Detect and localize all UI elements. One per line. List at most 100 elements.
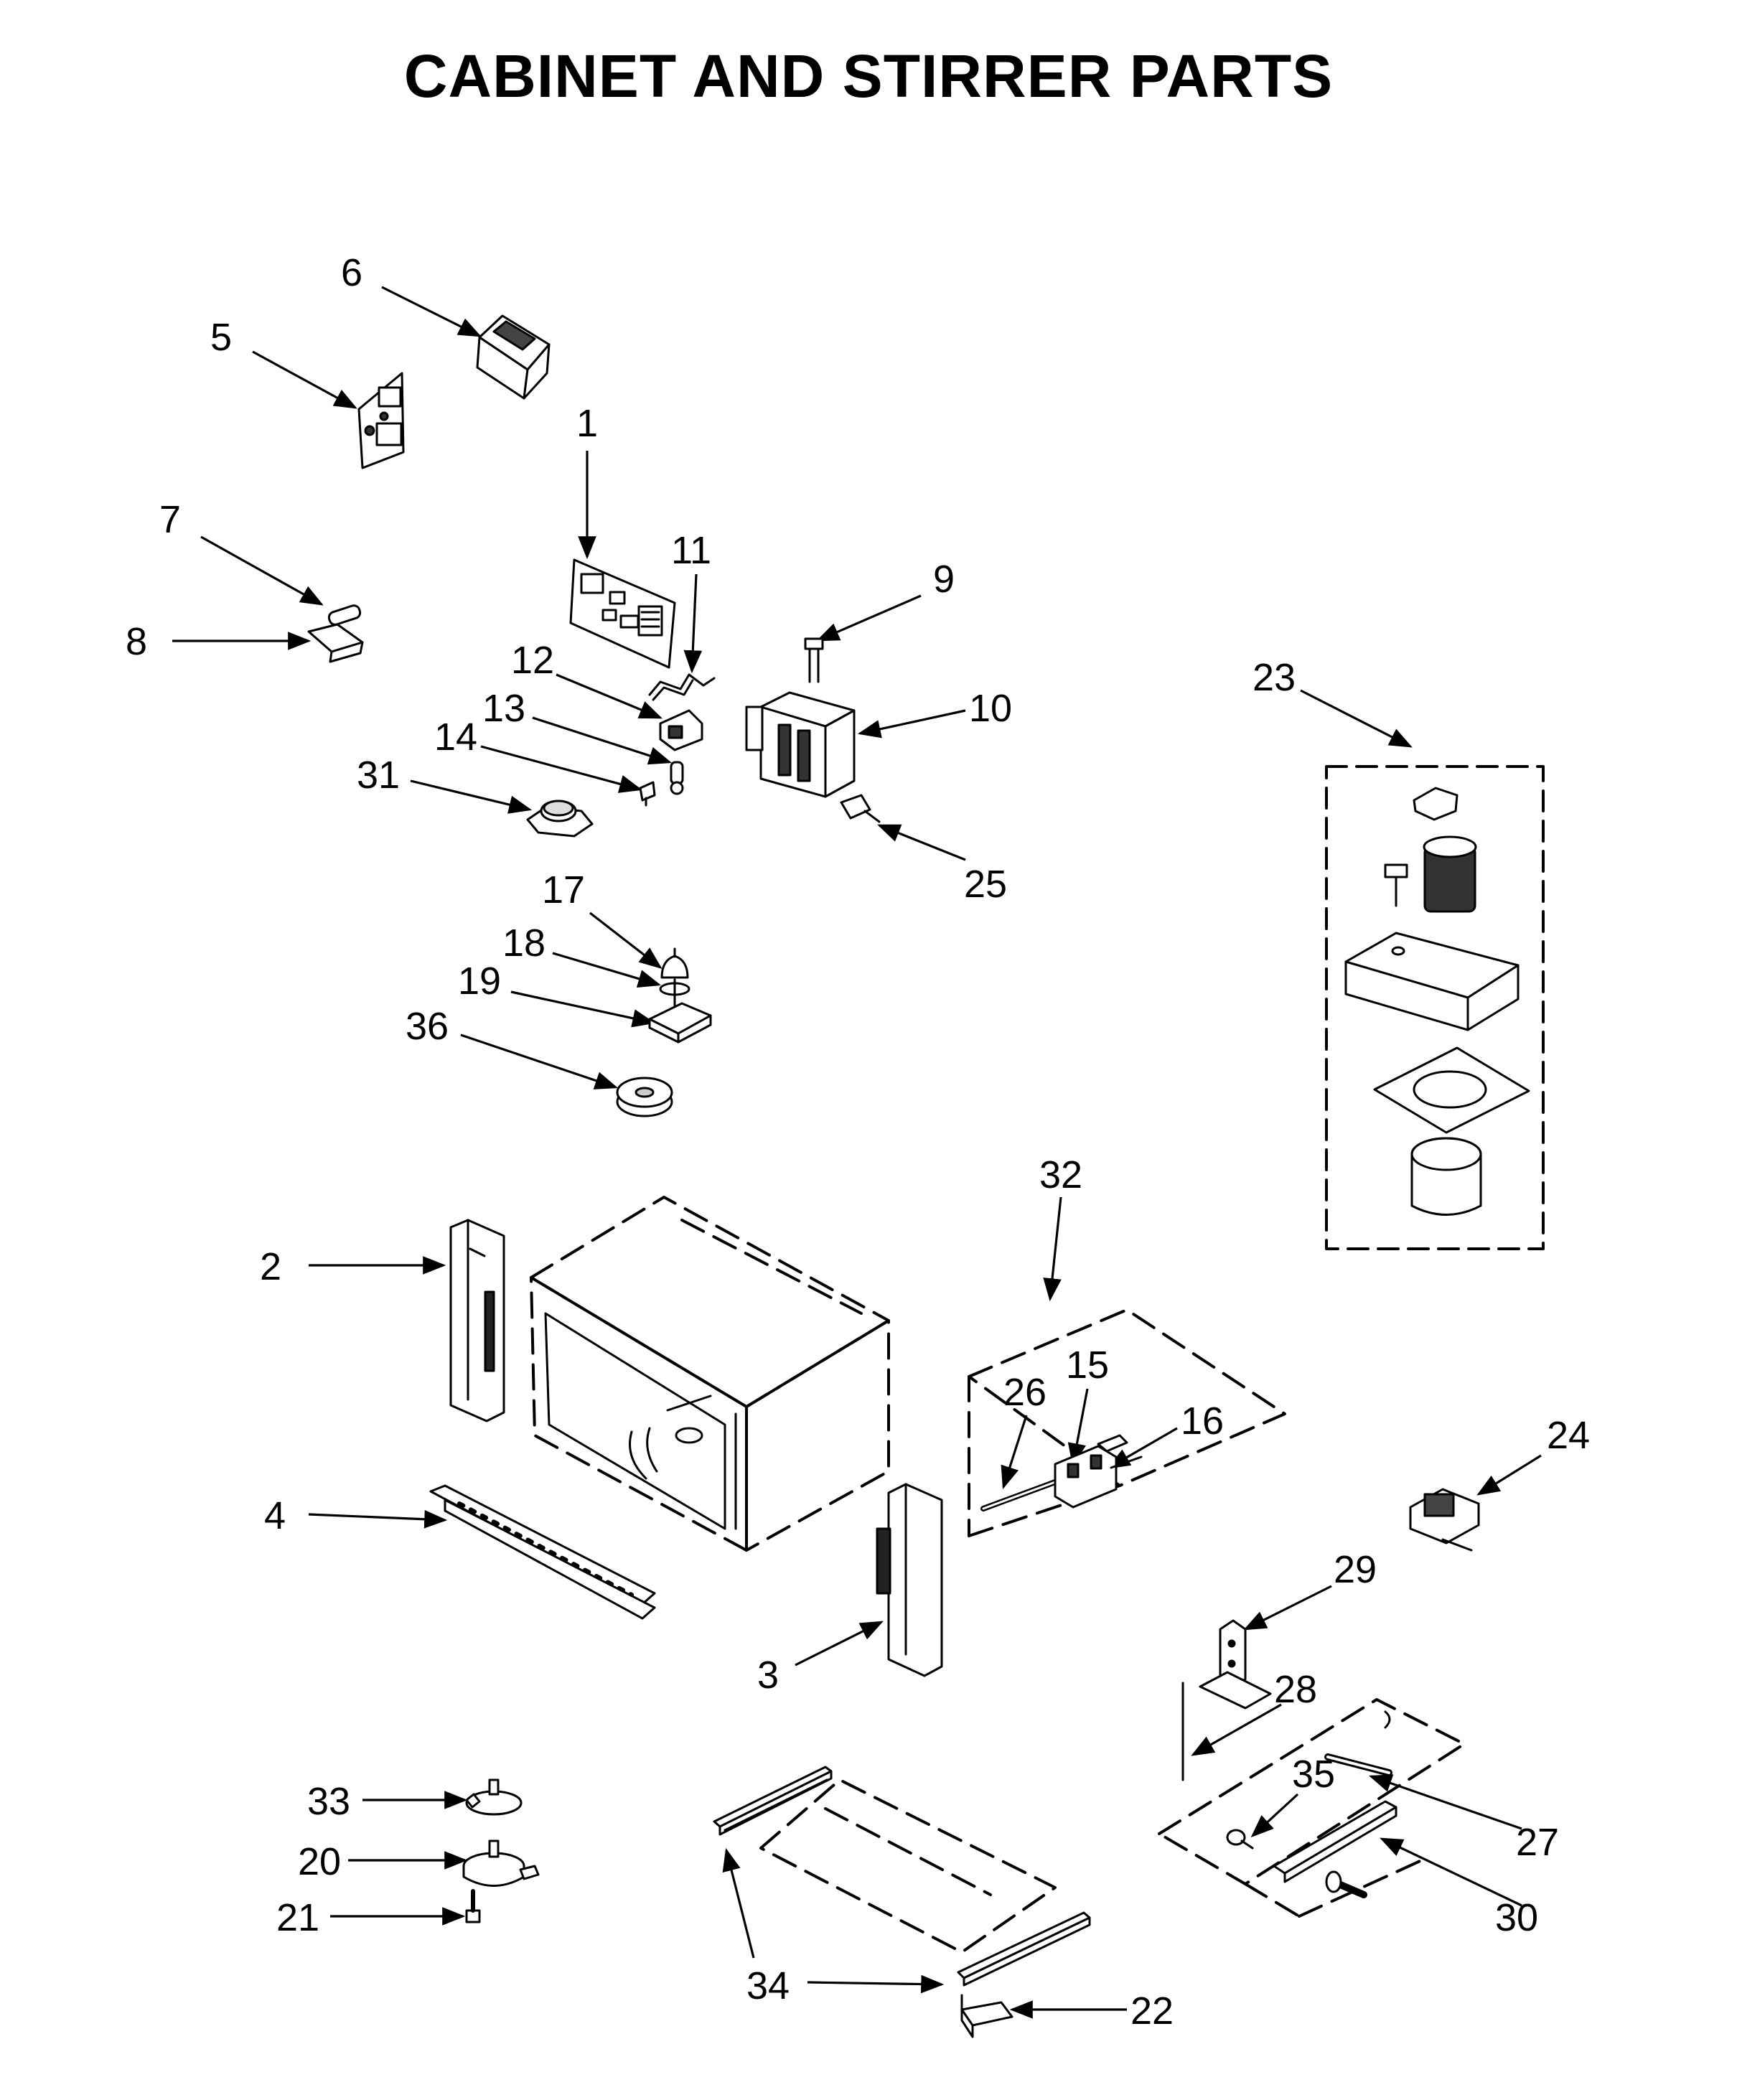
callout-27: 27 bbox=[1516, 1821, 1559, 1864]
part-10-transformer bbox=[746, 693, 854, 797]
callout-18: 18 bbox=[502, 922, 546, 965]
leader-24 bbox=[1476, 1454, 1542, 1496]
leader-34b bbox=[807, 1974, 945, 1994]
callout-35: 35 bbox=[1292, 1753, 1335, 1796]
cavity-front-frame bbox=[546, 1313, 736, 1529]
part-32-bottom-panel bbox=[969, 1310, 1285, 1536]
leader-10 bbox=[857, 709, 966, 739]
part-34-rail-left bbox=[714, 1767, 831, 1834]
part-22-bracket bbox=[962, 1995, 1012, 2037]
leader-7 bbox=[200, 535, 324, 606]
leader-27 bbox=[1368, 1774, 1522, 1830]
leader-13 bbox=[532, 716, 673, 765]
callout-22: 22 bbox=[1130, 1989, 1174, 2033]
callout-31: 31 bbox=[357, 754, 400, 797]
callout-24: 24 bbox=[1547, 1414, 1590, 1457]
part-9-terminal bbox=[805, 639, 823, 682]
callout-11: 11 bbox=[671, 529, 711, 572]
lower-right-panel bbox=[1159, 1700, 1464, 1916]
leader-29 bbox=[1243, 1585, 1332, 1631]
leader-36 bbox=[460, 1033, 619, 1089]
callout-16: 16 bbox=[1181, 1400, 1224, 1443]
callout-2: 2 bbox=[260, 1245, 281, 1288]
part-8-fuse-holder bbox=[309, 624, 362, 662]
part-35-screw bbox=[1227, 1830, 1253, 1848]
leader-12 bbox=[556, 673, 663, 719]
part-19-bracket bbox=[650, 1003, 711, 1042]
callout-10: 10 bbox=[969, 687, 1012, 730]
part-34-rail-right bbox=[958, 1913, 1090, 1985]
part-12-switch bbox=[660, 711, 702, 750]
callout-5: 5 bbox=[210, 316, 232, 359]
leader-3 bbox=[795, 1621, 884, 1667]
part-7-fuse bbox=[327, 604, 361, 627]
part-29-hinge bbox=[1200, 1621, 1270, 1708]
leader-17 bbox=[589, 911, 663, 969]
callout-32: 32 bbox=[1039, 1153, 1082, 1196]
leader-16 bbox=[1107, 1427, 1178, 1469]
part-27-rod bbox=[1328, 1712, 1390, 1773]
callout-21: 21 bbox=[276, 1896, 319, 1939]
part-31-thermostat bbox=[528, 801, 592, 836]
callout-20: 20 bbox=[298, 1840, 341, 1883]
part-13-actuator bbox=[671, 762, 683, 794]
callout-1: 1 bbox=[576, 402, 598, 445]
callout-23: 23 bbox=[1253, 656, 1296, 699]
leader-6 bbox=[381, 286, 482, 337]
callout-29: 29 bbox=[1334, 1548, 1377, 1591]
part-23-stirrer-assembly bbox=[1326, 767, 1543, 1249]
leader-28 bbox=[1191, 1703, 1282, 1756]
callout-labels: 6 5 1 7 11 9 8 23 12 10 13 14 31 25 17 1… bbox=[126, 251, 1590, 2033]
part-1-control-board bbox=[571, 560, 675, 667]
leader-31 bbox=[410, 779, 533, 814]
part-33-coupler bbox=[467, 1780, 521, 1814]
leader-19 bbox=[510, 990, 656, 1028]
callout-14: 14 bbox=[434, 716, 477, 759]
leader-26 bbox=[1001, 1415, 1028, 1490]
callout-25: 25 bbox=[964, 863, 1007, 906]
leader-34 bbox=[722, 1847, 755, 1959]
part-16-switch bbox=[1098, 1435, 1141, 1468]
leader-25 bbox=[877, 824, 966, 861]
part-21-screw bbox=[467, 1891, 479, 1922]
callout-3: 3 bbox=[757, 1654, 779, 1697]
part-3-right-panel bbox=[877, 1484, 942, 1676]
callout-7: 7 bbox=[159, 498, 181, 541]
leader-lines bbox=[172, 286, 1542, 2019]
leader-35 bbox=[1250, 1793, 1299, 1838]
callout-30: 30 bbox=[1495, 1896, 1538, 1939]
callout-13: 13 bbox=[482, 687, 525, 730]
leader-5 bbox=[252, 350, 357, 409]
leader-15 bbox=[1067, 1388, 1089, 1467]
part-36-spacer bbox=[617, 1078, 672, 1116]
callout-8: 8 bbox=[126, 620, 147, 663]
cavity-wireframe bbox=[531, 1197, 889, 1550]
callout-33: 33 bbox=[307, 1780, 350, 1823]
leader-4 bbox=[308, 1509, 448, 1529]
callout-4: 4 bbox=[264, 1494, 286, 1537]
part-2-left-panel bbox=[451, 1220, 504, 1421]
part-17-cap bbox=[662, 949, 688, 978]
callout-12: 12 bbox=[511, 639, 554, 682]
part-25-screw bbox=[841, 795, 879, 822]
part-14-terminal bbox=[640, 782, 655, 805]
callout-34: 34 bbox=[746, 1964, 790, 2007]
leader-32 bbox=[1043, 1196, 1062, 1302]
callout-9: 9 bbox=[933, 558, 955, 601]
part-4-front-rail bbox=[431, 1486, 655, 1618]
leader-11 bbox=[683, 573, 703, 674]
part-6-box bbox=[477, 316, 549, 398]
part-5-relay-board bbox=[359, 373, 403, 468]
leader-30 bbox=[1380, 1837, 1522, 1907]
callout-15: 15 bbox=[1066, 1344, 1109, 1387]
callout-36: 36 bbox=[406, 1005, 449, 1048]
part-26-rod bbox=[983, 1482, 1055, 1509]
callout-6: 6 bbox=[341, 251, 362, 294]
callout-19: 19 bbox=[458, 960, 501, 1003]
leader-14 bbox=[480, 745, 643, 793]
diagram-title: CABINET AND STIRRER PARTS bbox=[403, 42, 1334, 110]
leader-23 bbox=[1300, 689, 1413, 748]
leader-9 bbox=[816, 594, 922, 642]
part-30-rail bbox=[1274, 1801, 1396, 1895]
callout-28: 28 bbox=[1274, 1668, 1317, 1711]
